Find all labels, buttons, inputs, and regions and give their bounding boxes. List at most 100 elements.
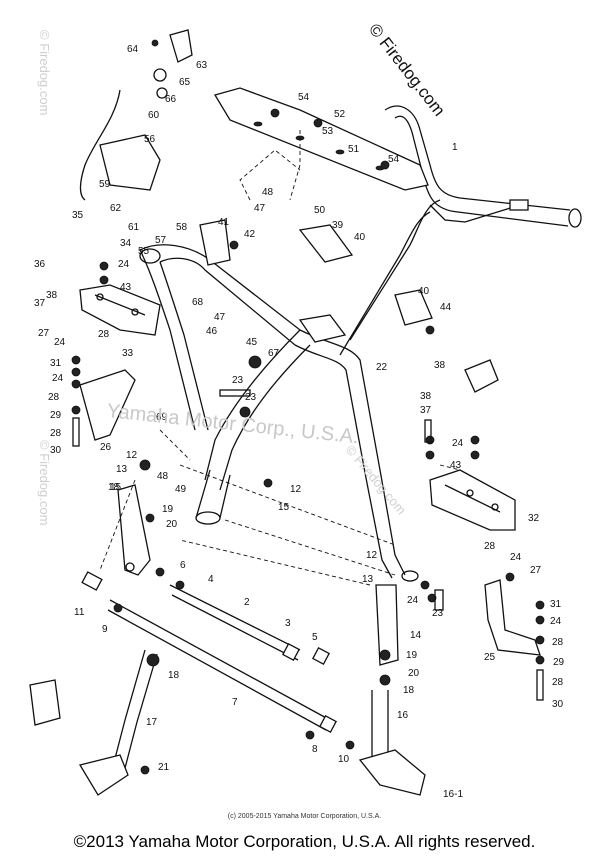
bracket-left: [79, 284, 161, 336]
callout-33: 33: [122, 348, 134, 359]
callout-43a: 43: [120, 282, 132, 293]
spindles: [29, 649, 426, 796]
callout-56: 56: [144, 134, 156, 145]
callout-23c: 23: [245, 392, 257, 403]
callout-23a: 23: [232, 375, 244, 386]
callout-12c: 12: [366, 550, 378, 561]
callout-68: 68: [192, 297, 204, 308]
callout-65: 65: [179, 77, 191, 88]
copyright-footer: ©2013 Yamaha Motor Corporation, U.S.A. A…: [73, 832, 536, 851]
callout-20b: 20: [408, 668, 420, 679]
callout-52: 52: [334, 109, 346, 120]
callout-39: 39: [332, 220, 344, 231]
callout-47b: 47: [214, 312, 226, 323]
callout-24g: 24: [550, 616, 562, 627]
callout-38b: 38: [434, 360, 446, 371]
callout-40b: 40: [418, 286, 430, 297]
callout-58: 58: [176, 222, 188, 233]
callout-13a: 13: [116, 464, 128, 475]
callout-18b: 18: [403, 685, 415, 696]
callout-30a: 30: [50, 445, 62, 456]
callout-61: 61: [128, 222, 140, 233]
callout-32: 32: [528, 513, 540, 524]
callout-4: 4: [208, 574, 214, 585]
callout-14: 14: [410, 630, 422, 641]
callout-28e: 28: [552, 637, 564, 648]
callout-42: 42: [244, 229, 256, 240]
callout-29b: 29: [553, 657, 565, 668]
callout-24b: 24: [52, 373, 64, 384]
frame-main: [139, 199, 441, 582]
callout-50: 50: [314, 205, 326, 216]
callout-48a: 48: [262, 187, 274, 198]
callout-53: 53: [322, 126, 334, 137]
bracket-right: [429, 469, 516, 531]
callout-64: 64: [127, 44, 139, 55]
callout-15a: 15: [110, 482, 122, 493]
callout-24c: 24: [54, 337, 66, 348]
callout-16-1: 16-1: [443, 789, 463, 800]
callout-62: 62: [110, 203, 122, 214]
callout-59: 59: [99, 179, 111, 190]
callout-27a: 27: [38, 328, 50, 339]
bracket-right-small: [199, 219, 499, 393]
callout-19a: 19: [162, 504, 174, 515]
callout-12b: 12: [290, 484, 302, 495]
callout-51: 51: [348, 144, 360, 155]
callout-47a: 47: [254, 203, 266, 214]
callout-45: 45: [246, 337, 258, 348]
small-copyright: (c) 2005-2015 Yamaha Motor Corporation, …: [227, 813, 382, 820]
watermark-left-bottom: © Firedog.com: [37, 440, 52, 525]
callout-13b: 13: [362, 574, 374, 585]
callout-11: 11: [74, 607, 85, 618]
callout-9: 9: [102, 624, 108, 635]
callout-12a: 12: [126, 450, 138, 461]
callout-labels: 1 2 3 4 5 6 7 8 9 10 11 12 12 12 13 13 1…: [34, 44, 565, 800]
callout-28c: 28: [50, 428, 62, 439]
callout-3: 3: [285, 618, 291, 629]
callout-5: 5: [312, 632, 318, 643]
callout-20a: 20: [166, 519, 178, 530]
callout-28f: 28: [552, 677, 564, 688]
callout-15b: 15: [278, 502, 290, 513]
callout-18a: 18: [168, 670, 180, 681]
callout-24e: 24: [510, 552, 522, 563]
callout-38a: 38: [46, 290, 58, 301]
fasteners: [71, 39, 545, 775]
callout-28a: 28: [98, 329, 110, 340]
callout-44: 44: [440, 302, 452, 313]
callout-63: 63: [196, 60, 208, 71]
callout-31b: 31: [550, 599, 562, 610]
lever-assembly: [79, 29, 193, 201]
callout-66: 66: [165, 94, 177, 105]
callout-24a: 24: [118, 259, 130, 270]
callout-60: 60: [148, 110, 160, 121]
callout-37b: 37: [420, 405, 432, 416]
callout-41: 41: [218, 217, 230, 228]
callout-10: 10: [338, 754, 350, 765]
callout-19b: 19: [406, 650, 418, 661]
callout-6: 6: [180, 560, 186, 571]
callout-67: 67: [268, 348, 280, 359]
callout-25: 25: [484, 652, 496, 663]
callout-69: 69: [156, 412, 168, 423]
callout-17: 17: [146, 717, 158, 728]
callout-22: 22: [376, 362, 388, 373]
callout-54b: 54: [388, 154, 400, 165]
callout-31a: 31: [50, 358, 62, 369]
callout-46: 46: [206, 326, 218, 337]
callout-54a: 54: [298, 92, 310, 103]
assembly-lines: [99, 130, 461, 586]
callout-24f: 24: [407, 595, 419, 606]
cover-plate: [214, 87, 429, 191]
callout-18c: 18: [108, 482, 120, 493]
callout-23b: 23: [432, 608, 444, 619]
callout-49: 49: [175, 484, 187, 495]
steering-arms: [117, 484, 399, 666]
callout-57: 57: [155, 235, 167, 246]
watermark-center: © Firedog.com: [343, 442, 409, 517]
callout-16: 16: [397, 710, 409, 721]
tie-rods: [81, 571, 337, 733]
callout-26: 26: [100, 442, 112, 453]
callout-36: 36: [34, 259, 46, 270]
